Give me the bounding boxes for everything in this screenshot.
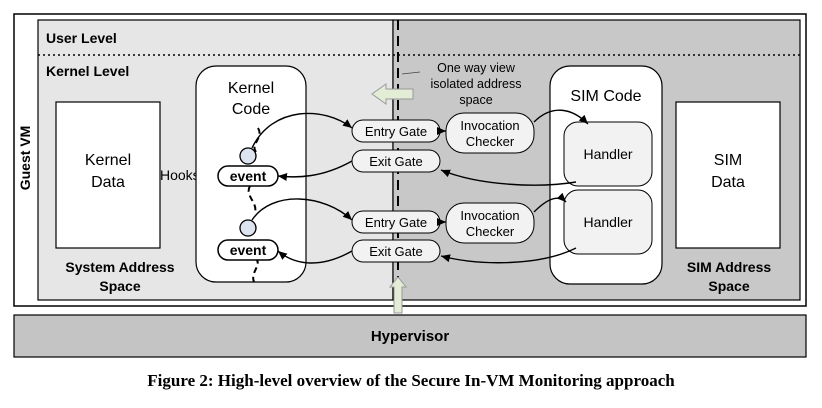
sim-data-label-line1: SIM [714, 152, 742, 169]
hypervisor-up-arrow [388, 276, 408, 314]
one-way-view-arrow [371, 83, 414, 105]
kernel-code-label-line1: Kernel [228, 80, 274, 97]
invocation-checker-2-line1: Invocation [460, 208, 519, 223]
sim-data-box [675, 101, 781, 249]
kernel-data-label-line1: Kernel [85, 152, 131, 169]
hook-circle-1 [239, 147, 257, 165]
annotation-line3: space [459, 93, 492, 107]
kernel-data-box [55, 101, 161, 249]
invocation-checker-1-line2: Checker [466, 134, 515, 149]
annotation-line1: One way view [437, 61, 516, 75]
code-flow-upper [247, 127, 261, 215]
invocation-checker-1-line1: Invocation [460, 118, 519, 133]
event-label-2: event [230, 242, 267, 258]
arrow-hook1-to-entry1 [251, 112, 353, 149]
hypervisor-label: Hypervisor [371, 328, 450, 345]
handler-2-label: Handler [583, 214, 632, 230]
system-address-space-line1: System Address [65, 259, 174, 275]
arrow-hook2-to-entry2 [251, 198, 353, 221]
entry-gate-1-label: Entry Gate [365, 124, 427, 139]
kernel-code-label-line2: Code [232, 101, 270, 118]
exit-gate-2-label: Exit Gate [369, 244, 422, 259]
entry-gate-2-label: Entry Gate [365, 215, 427, 230]
guest-vm-label: Guest VM [17, 126, 33, 191]
handler-1 [563, 121, 653, 187]
invocation-checker-2-line2: Checker [466, 224, 515, 239]
hook-circle-2 [239, 219, 257, 237]
invocation-checker-1 [445, 112, 535, 154]
flow-arrows [251, 109, 589, 264]
arrow-handler2-to-exit2 [440, 247, 577, 264]
annotation-line2: isolated address [430, 77, 521, 91]
hooks-label: Hooks [160, 167, 200, 183]
hypervisor-bar [13, 314, 807, 358]
system-address-space-line2: Space [99, 278, 140, 294]
sim-data-label-line2: Data [711, 174, 745, 191]
sim-address-space-line1: SIM Address [687, 259, 771, 275]
arrow-exit2-to-event2 [277, 250, 353, 264]
sim-code-label: SIM Code [570, 88, 641, 105]
user-level-label: User Level [46, 30, 117, 46]
arrow-exit1-to-event1 [277, 160, 353, 181]
kernel-level-label: Kernel Level [46, 63, 129, 79]
event-label-1: event [230, 168, 267, 184]
handler-1-label: Handler [583, 146, 632, 162]
handler-2 [563, 189, 653, 255]
arrow-handler1-to-exit1 [440, 169, 577, 186]
annotation-leader [401, 71, 421, 75]
exit-gate-1-label: Exit Gate [369, 154, 422, 169]
figure-caption: Figure 2: High-level overview of the Sec… [147, 371, 675, 390]
kernel-data-label-line2: Data [91, 174, 125, 191]
event-pill-2 [217, 239, 279, 261]
sim-address-space-line2: Space [708, 278, 749, 294]
arrow-checker2-to-handler2 [533, 192, 567, 213]
arrow-checker1-to-handler1 [533, 109, 589, 125]
invocation-checker-2 [445, 202, 535, 244]
